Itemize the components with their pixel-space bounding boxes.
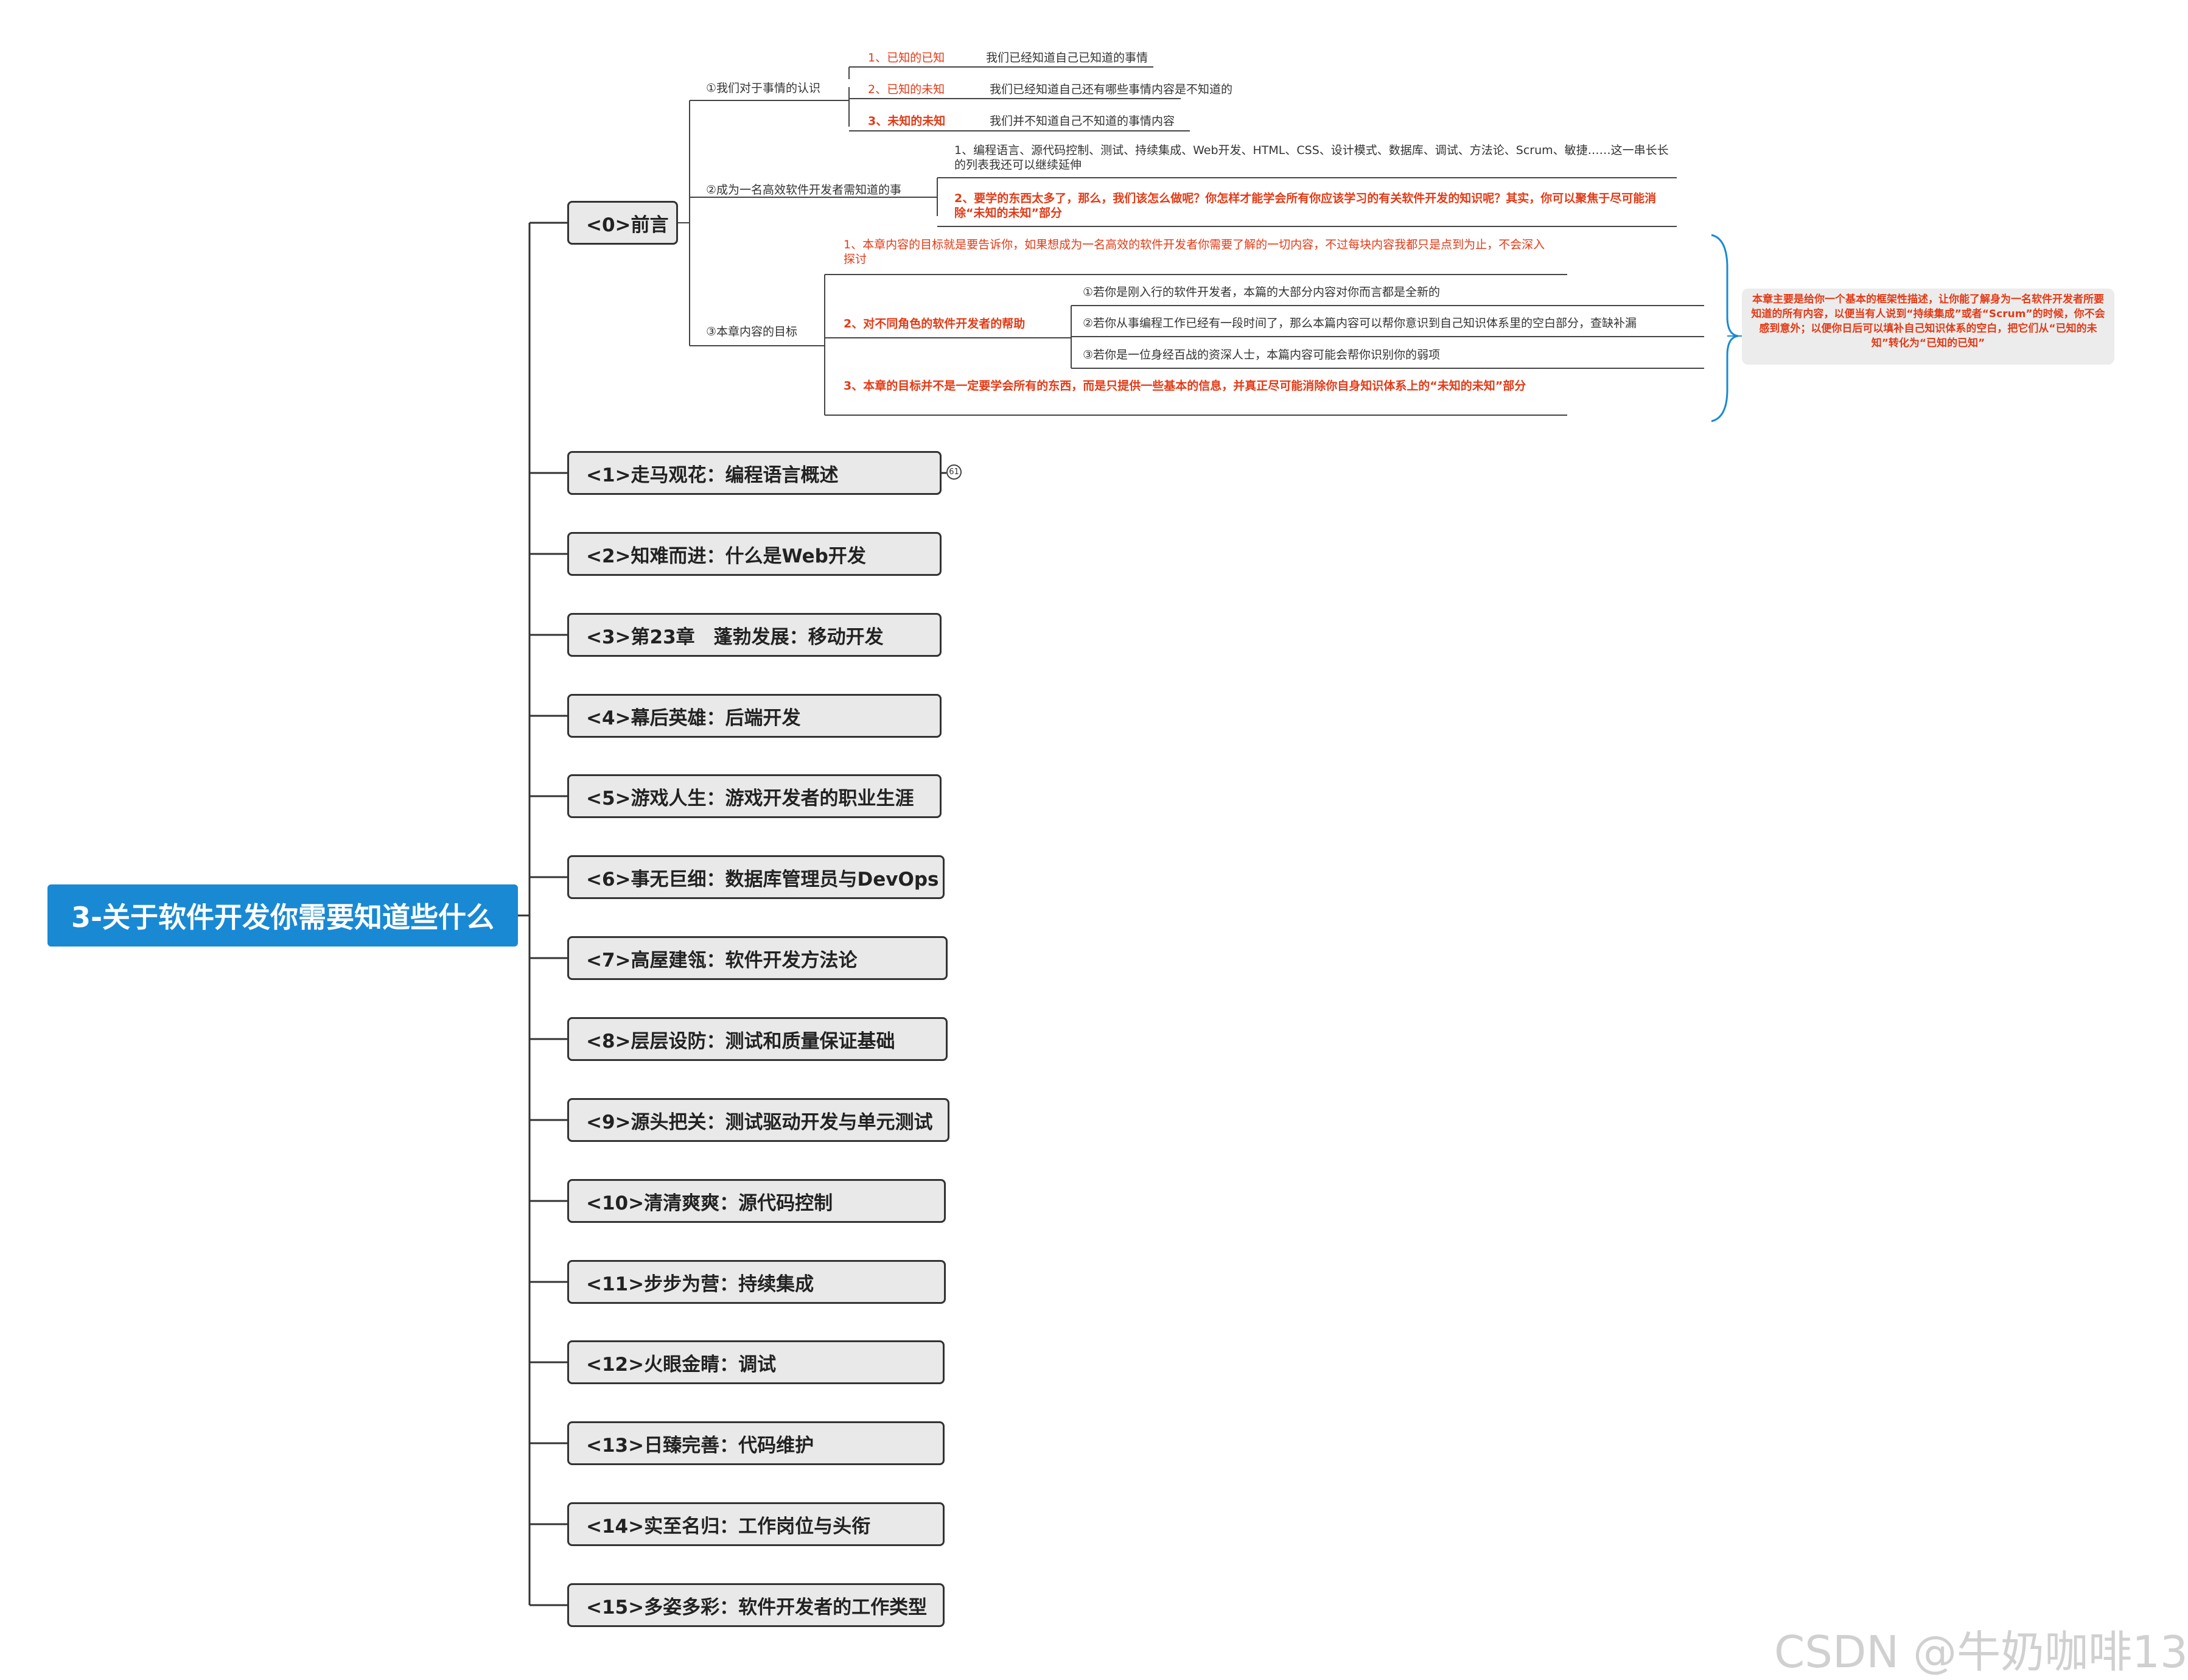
known-unknown-desc[interactable]: 我们已经知道自己还有哪些事情内容是不知道的 (990, 83, 1233, 96)
topic-label-chapter-goals[interactable]: ③本章内容的目标 (706, 325, 798, 338)
focus-unknown-unknown-note[interactable]: 2、要学的东西太多了，那么，我们该怎么做呢？你怎样才能学会所有你应该学习的有关软… (954, 192, 1657, 220)
chapter-node-3[interactable]: <3>第23章 蓬勃发展：移动开发 (567, 613, 942, 657)
chapter-node-11[interactable]: <11>步步为营：持续集成 (567, 1260, 946, 1304)
goal-3-note[interactable]: 3、本章的目标并不是一定要学会所有的东西，而是只提供一些基本的信息，并真正尽可能… (844, 379, 1526, 393)
chapter-node-12[interactable]: <12>火眼金睛：调试 (567, 1340, 945, 1384)
known-known-term[interactable]: 1、已知的已知 (868, 51, 945, 65)
chapter-node-9[interactable]: <9>源头把关：测试驱动开发与单元测试 (567, 1098, 949, 1142)
chapter-node-8[interactable]: <8>层层设防：测试和质量保证基础 (567, 1017, 948, 1061)
known-unknown-term[interactable]: 2、已知的未知 (868, 83, 945, 96)
chapter-node-13[interactable]: <13>日臻完善：代码维护 (567, 1421, 945, 1465)
chapter-node-6[interactable]: <6>事无巨细：数据库管理员与DevOps (567, 855, 945, 899)
goal-2-veteran[interactable]: ③若你是一位身经百战的资深人士，本篇内容可能会帮你识别你的弱项 (1083, 348, 1441, 362)
root-topic[interactable]: 3-关于软件开发你需要知道些什么 (47, 884, 518, 947)
goal-1-note[interactable]: 1、本章内容的目标就是要告诉你，如果想成为一名高效的软件开发者你需要了解的一切内… (844, 238, 1545, 266)
unknown-unknown-desc[interactable]: 我们并不知道自己不知道的事情内容 (990, 114, 1175, 128)
chapter-node-1[interactable]: <1>走马观花：编程语言概述 (567, 451, 942, 495)
known-known-desc[interactable]: 我们已经知道自己已知道的事情 (986, 51, 1148, 65)
chapter-node-14[interactable]: <14>实至名归：工作岗位与头衔 (567, 1502, 945, 1546)
chapter-summary-callout[interactable]: 本章主要是给你一个基本的框架性描述，让你能了解身为一名软件开发者所要知道的所有内… (1742, 289, 2114, 365)
unknown-unknown-term[interactable]: 3、未知的未知 (868, 114, 946, 128)
chapter-node-5[interactable]: <5>游戏人生：游戏开发者的职业生涯 (567, 774, 942, 818)
goal-2-newcomer[interactable]: ①若你是刚入行的软件开发者，本篇的大部分内容对你而言都是全新的 (1083, 285, 1441, 299)
goal-2-label[interactable]: 2、对不同角色的软件开发者的帮助 (844, 317, 1026, 331)
chapter-node-15[interactable]: <15>多姿多彩：软件开发者的工作类型 (567, 1583, 945, 1627)
goal-2-experienced[interactable]: ②若你从事编程工作已经有一段时间了，那么本篇内容可以帮你意识到自己知识体系里的空… (1083, 317, 1637, 330)
chapter-node-0[interactable]: <0>前言 (567, 201, 678, 245)
chapter-node-7[interactable]: <7>高屋建瓴：软件开发方法论 (567, 936, 948, 980)
topic-label-effective-dev[interactable]: ②成为一名高效软件开发者需知道的事 (706, 183, 902, 197)
topic-label-awareness[interactable]: ①我们对于事情的认识 (706, 82, 821, 95)
collapsed-count-badge[interactable]: 61 (946, 464, 962, 480)
chapter-node-10[interactable]: <10>清清爽爽：源代码控制 (567, 1179, 946, 1223)
skills-list-note[interactable]: 1、编程语言、源代码控制、测试、持续集成、Web开发、HTML、CSS、设计模式… (954, 144, 1669, 172)
chapter-node-4[interactable]: <4>幕后英雄：后端开发 (567, 694, 942, 738)
watermark: CSDN @牛奶咖啡13 (1774, 1626, 2188, 1678)
chapter-node-2[interactable]: <2>知难而进：什么是Web开发 (567, 532, 942, 576)
